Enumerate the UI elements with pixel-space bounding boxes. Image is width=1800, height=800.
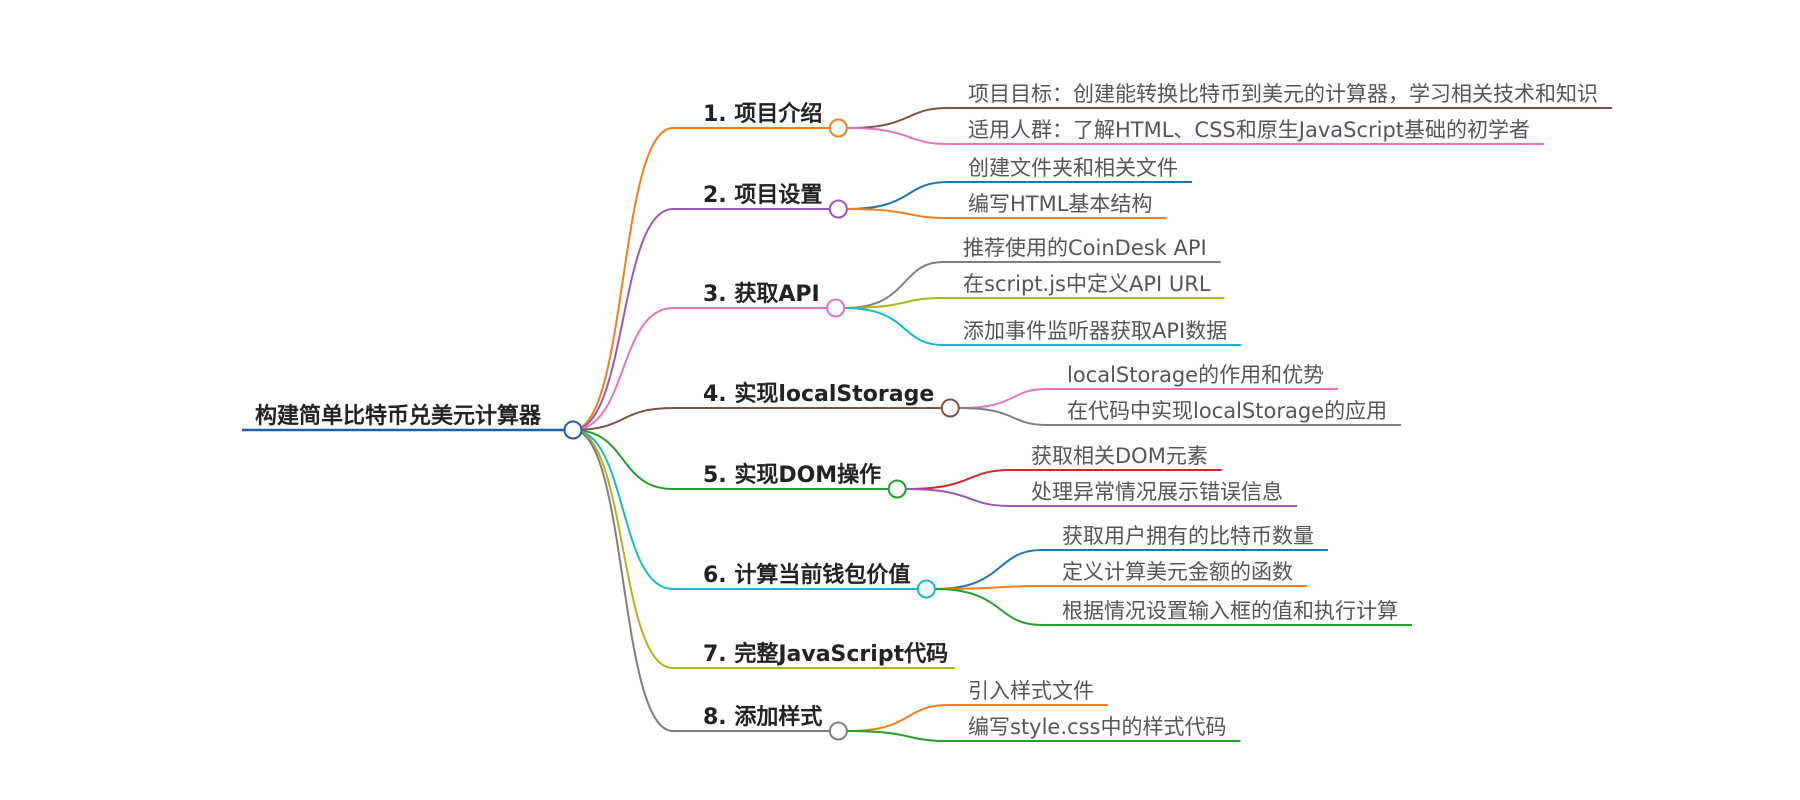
branch-topic-4: 4. 实现localStorage: [703, 381, 934, 407]
branch-collapse-toggle-4[interactable]: [940, 398, 960, 418]
branch-connector-3: [572, 307, 700, 431]
leaf-connector-1-1: [847, 107, 968, 129]
root-collapse-toggle[interactable]: [563, 420, 583, 440]
branch-topic-7: 7. 完整JavaScript代码: [703, 641, 948, 667]
leaf-topic-6-1: 获取用户拥有的比特币数量: [1062, 524, 1314, 548]
branch-topic-8: 8. 添加样式: [703, 704, 822, 730]
leaf-topic-5-2: 处理异常情况展示错误信息: [1031, 480, 1283, 504]
leaf-connector-6-2: [935, 585, 1062, 590]
branch-collapse-toggle-6[interactable]: [916, 579, 936, 599]
branch-connector-5: [572, 429, 700, 490]
branch-collapse-toggle-3[interactable]: [826, 298, 846, 318]
leaf-topic-2-1: 创建文件夹和相关文件: [968, 156, 1178, 180]
leaf-topic-1-1: 项目目标：创建能转换比特币到美元的计算器，学习相关技术和知识: [968, 82, 1598, 106]
leaf-connector-8-2: [847, 730, 968, 742]
leaf-connector-5-1: [906, 469, 1031, 490]
branch-collapse-toggle-8[interactable]: [828, 721, 848, 741]
root-topic: 构建简单比特币兑美元计算器: [255, 403, 542, 429]
leaf-topic-2-2: 编写HTML基本结构: [968, 192, 1152, 216]
leaf-connector-3-3: [844, 307, 963, 346]
branch-topic-3: 3. 获取API: [703, 282, 820, 307]
leaf-topic-5-1: 获取相关DOM元素: [1031, 444, 1208, 468]
leaf-connector-4-2: [959, 407, 1067, 426]
branch-connector-2: [572, 208, 700, 431]
leaf-topic-8-1: 引入样式文件: [968, 679, 1094, 703]
leaf-topic-3-3: 添加事件监听器获取API数据: [963, 319, 1227, 343]
branch-connector-4: [572, 407, 700, 431]
leaf-connector-5-2: [906, 488, 1031, 507]
leaf-connector-6-3: [935, 588, 1062, 626]
leaf-topic-1-2: 适用人群：了解HTML、CSS和原生JavaScript基础的初学者: [968, 118, 1530, 142]
leaf-topic-8-2: 编写style.css中的样式代码: [968, 715, 1226, 739]
connector-lines: [572, 107, 1067, 742]
leaf-connector-6-1: [935, 549, 1062, 590]
branch-connector-1: [572, 127, 700, 431]
node-labels: 构建简单比特币兑美元计算器 1. 项目介绍 项目目标：创建能转换比特币到美元的计算器…: [255, 82, 1598, 739]
leaf-connector-2-2: [847, 208, 968, 219]
branch-collapse-toggle-2[interactable]: [828, 199, 848, 219]
leaf-connector-2-1: [847, 181, 968, 210]
branch-collapse-toggle-1[interactable]: [828, 118, 848, 138]
branch-connector-7: [572, 429, 700, 669]
leaf-topic-4-2: 在代码中实现localStorage的应用: [1067, 399, 1387, 423]
branch-topic-2: 2. 项目设置: [703, 183, 822, 208]
leaf-connector-8-1: [847, 704, 968, 732]
leaf-connector-4-1: [959, 388, 1067, 409]
node-circles: [563, 118, 960, 741]
leaf-topic-6-3: 根据情况设置输入框的值和执行计算: [1062, 599, 1398, 623]
leaf-topic-4-1: localStorage的作用和优势: [1067, 363, 1324, 387]
branch-collapse-toggle-5[interactable]: [887, 479, 907, 499]
leaf-connector-3-1: [844, 261, 963, 309]
branch-topic-6: 6. 计算当前钱包价值: [703, 562, 910, 588]
branch-topic-5: 5. 实现DOM操作: [703, 462, 881, 488]
leaf-connector-3-2: [844, 297, 963, 309]
branch-topic-1: 1. 项目介绍: [703, 101, 822, 127]
branch-connector-8: [572, 429, 700, 732]
branch-connector-6: [572, 429, 700, 590]
leaf-topic-3-2: 在script.js中定义API URL: [963, 272, 1211, 296]
leaf-connector-1-2: [847, 127, 968, 145]
leaf-topic-3-1: 推荐使用的CoinDesk API: [963, 236, 1207, 260]
leaf-topic-6-2: 定义计算美元金额的函数: [1062, 560, 1293, 584]
node-underlines: [242, 107, 1612, 742]
